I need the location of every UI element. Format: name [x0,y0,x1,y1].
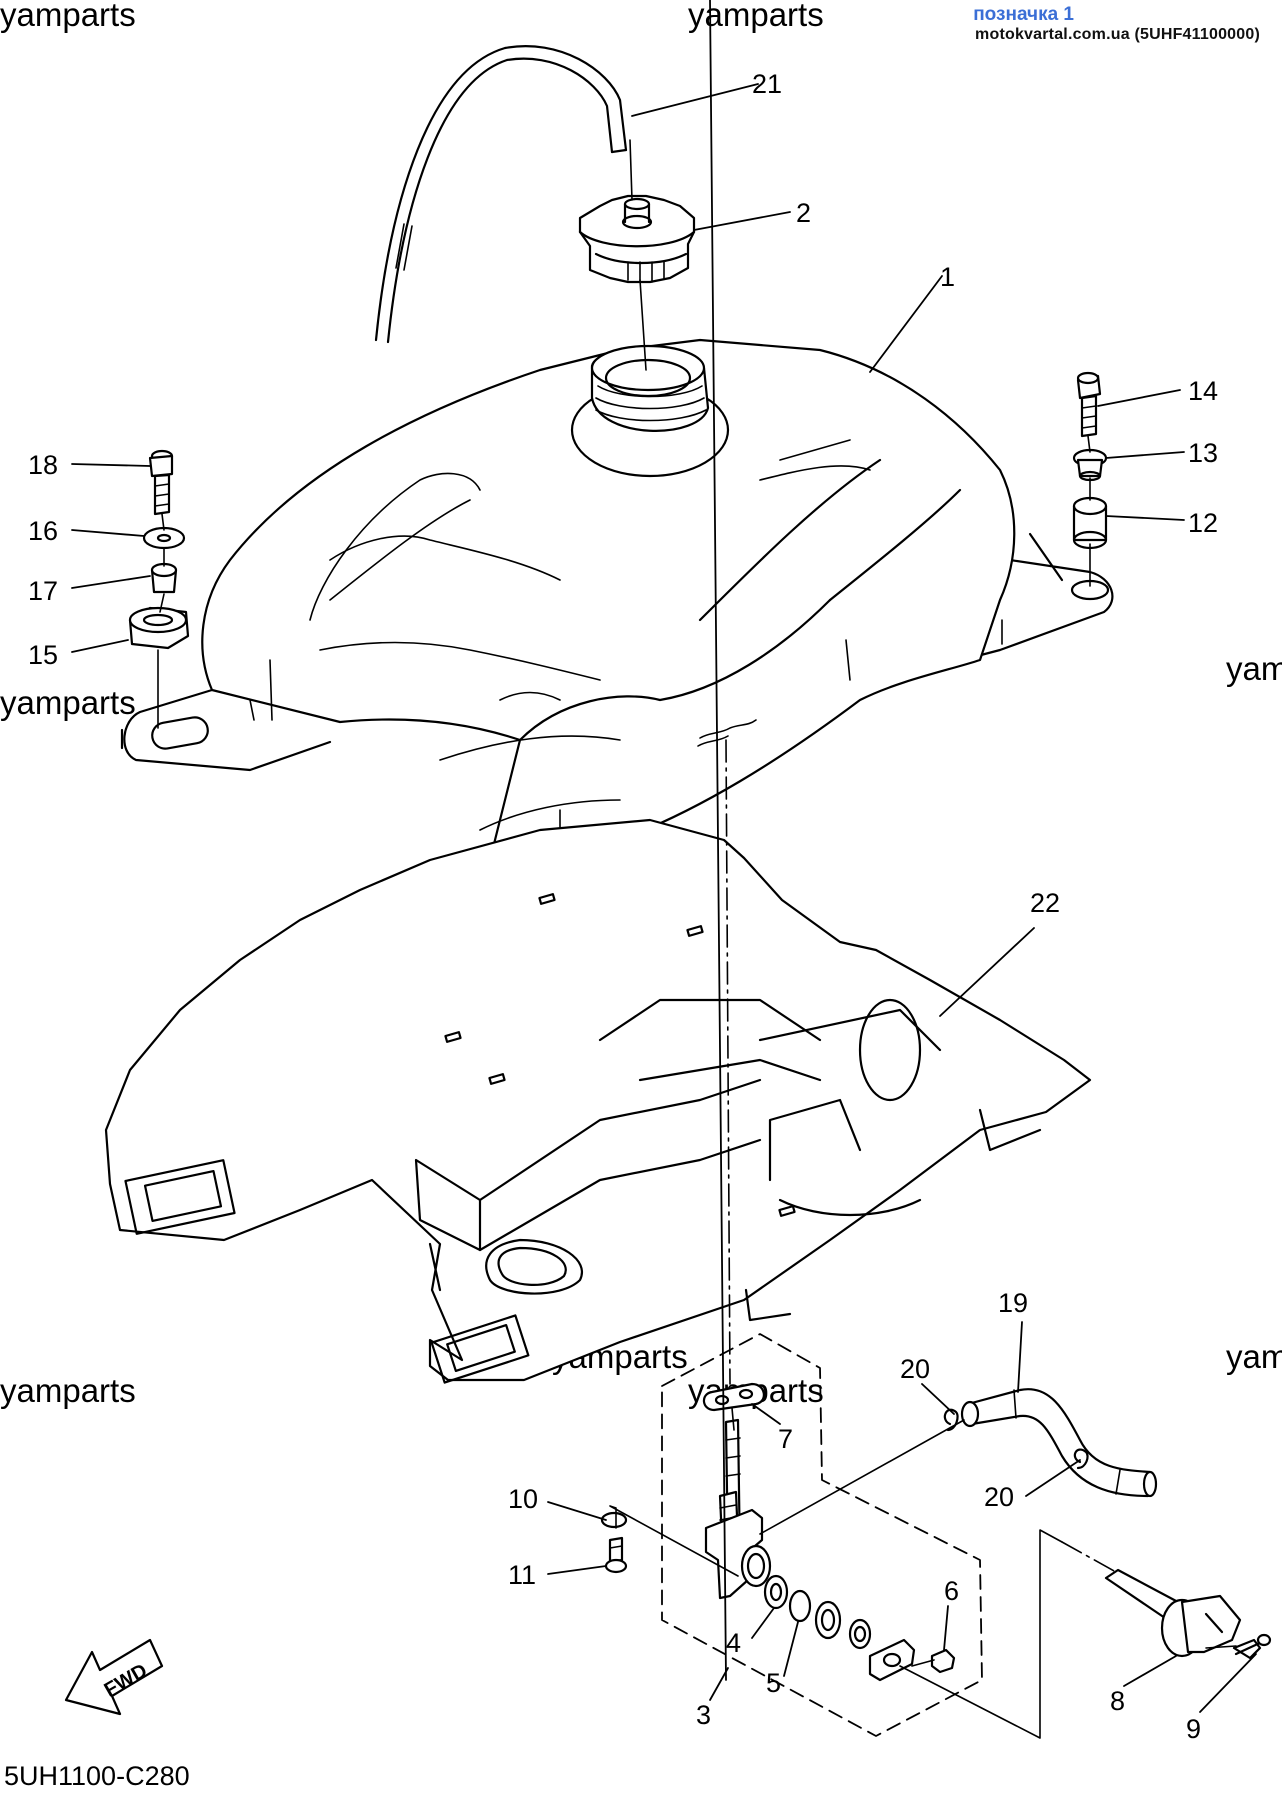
watermark: yamparts [0,684,136,721]
callout-6: 6 [944,1576,959,1606]
callout-7: 7 [778,1424,793,1454]
callout-18: 18 [28,450,58,480]
callout-15: 15 [28,640,58,670]
callout-12: 12 [1188,508,1218,538]
hose-clip-part-20 [943,1408,959,1432]
source-label: motokvartal.com.ua (5UHF41100000) [975,26,1260,43]
watermark: yamparts [1226,650,1282,687]
plate-part-7 [702,1382,765,1412]
bolt-part-14 [1076,371,1102,438]
callout-1: 1 [940,262,955,292]
watermark: yamparts [0,1372,136,1409]
fuel-cap-part-2 [578,194,696,284]
seal-part-5 [788,1589,812,1623]
mark-label: позначка 1 [973,4,1074,25]
washer-part-10 [600,1511,628,1529]
watermark: yamparts [0,0,136,33]
hose-clip-part-20 [1073,1448,1089,1470]
callout-numbers: 21 2 1 14 13 12 18 16 17 15 22 19 20 20 … [28,69,1218,1744]
collar-part-13 [1072,448,1108,482]
damper-part-15 [128,606,190,650]
fuel-cock-assembly-part-3 [661,1333,983,1737]
callout-20: 20 [984,1482,1014,1512]
washer-part-16 [142,526,186,550]
callout-13: 13 [1188,438,1218,468]
callout-11: 11 [508,1560,536,1590]
callout-21: 21 [752,69,782,99]
tank-cover-part-22 [104,818,1092,1384]
callout-3: 3 [696,1700,711,1730]
assembly-guide-lines [157,139,1237,1739]
vent-hose-part-21 [374,45,628,344]
callout-2: 2 [796,198,811,228]
callout-5: 5 [766,1668,781,1698]
damper-part-12 [1072,496,1108,550]
diagram-code: 5UH1100-C280 [4,1761,190,1791]
callout-9: 9 [1186,1714,1201,1744]
collar-part-17 [150,562,178,594]
watermark: yamparts [688,0,824,33]
callout-4: 4 [726,1628,741,1658]
lever-part-8 [1104,1568,1242,1658]
callout-20: 20 [900,1354,930,1384]
forward-direction-arrow: FWD [64,1638,164,1716]
callout-8: 8 [1110,1686,1125,1716]
screw-part-6 [930,1648,956,1674]
fuel-hose-part-19 [960,1388,1158,1498]
o-ring-part-4 [763,1574,789,1610]
bolt-part-18 [148,449,174,516]
callout-16: 16 [28,516,58,546]
screw-part-9 [1232,1633,1272,1660]
washer-hole [156,533,172,543]
callout-17: 17 [28,576,58,606]
callout-10: 10 [508,1484,538,1514]
callout-14: 14 [1188,376,1218,406]
screw-part-11 [604,1536,628,1574]
callout-leaders [71,0,1257,1713]
callout-22: 22 [1030,888,1060,918]
callout-19: 19 [998,1288,1028,1318]
watermark: yamparts [1226,1338,1282,1375]
